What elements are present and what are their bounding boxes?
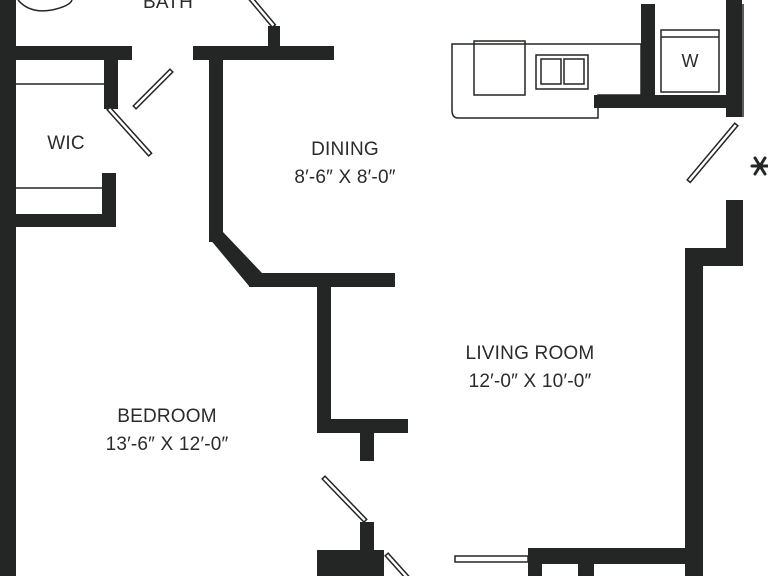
- room-labels: BATH WIC DINING 8′-6″ X 8′-0″ LIVING ROO…: [47, 0, 698, 455]
- door-closet-lower: [384, 552, 412, 576]
- wic-wall-bottom: [16, 214, 116, 227]
- walls: [0, 0, 743, 576]
- living-wall-bottom: [528, 548, 703, 564]
- bedroom-label: BEDROOM: [117, 406, 217, 427]
- living-wall-right: [685, 248, 703, 576]
- bath-label: BATH: [143, 0, 193, 13]
- door-pantry: [686, 122, 739, 184]
- wic-wall-right-lower: [102, 173, 116, 227]
- range: [473, 40, 526, 96]
- kitchen-wall-bottom: [594, 95, 730, 108]
- living-room-label: LIVING ROOM: [466, 343, 595, 364]
- fixtures: [16, 0, 744, 189]
- dining-wall-top: [193, 46, 334, 60]
- toilet-icon: [17, 0, 73, 12]
- sink-basin-left: [540, 58, 562, 85]
- door-entry: [454, 555, 529, 563]
- dining-label: DINING: [311, 139, 379, 160]
- doors: [106, 0, 739, 576]
- sink-basin-right: [563, 58, 585, 85]
- door-closet-upper: [321, 475, 368, 524]
- closet-wall-post-bottom: [360, 522, 374, 576]
- wic-wall-right-upper: [104, 46, 118, 109]
- bedroom-dimensions: 13′-6″ X 12′-0″: [106, 434, 229, 455]
- kitchen-wall-vertical: [641, 4, 655, 108]
- bath-wall-stub: [268, 26, 280, 50]
- living-wall-bottom-post: [528, 548, 542, 576]
- kitchen-counter: [451, 43, 642, 119]
- compass-marker: [750, 156, 768, 176]
- bath-wall-bottom-left: [16, 46, 132, 60]
- door-bath-upper: [248, 0, 277, 29]
- sink: [535, 54, 589, 90]
- door-wic: [106, 106, 153, 157]
- exterior-wall-right-upper: [726, 0, 742, 117]
- living-wall-bottom-stub: [578, 560, 594, 576]
- washer-box: [660, 29, 720, 93]
- wic-label: WIC: [47, 133, 85, 154]
- bedroom-wall-right: [317, 273, 331, 433]
- dining-dimensions: 8′-6″ X 8′-0″: [294, 167, 395, 188]
- dining-wall-diagonal: [209, 232, 262, 286]
- door-bath: [132, 68, 174, 110]
- washer-label: W: [682, 51, 699, 71]
- dining-wall-left: [209, 46, 223, 242]
- closet-post: [360, 419, 374, 461]
- living-room-dimensions: 12′-0″ X 10′-0″: [469, 371, 592, 392]
- exterior-wall-left: [0, 0, 16, 576]
